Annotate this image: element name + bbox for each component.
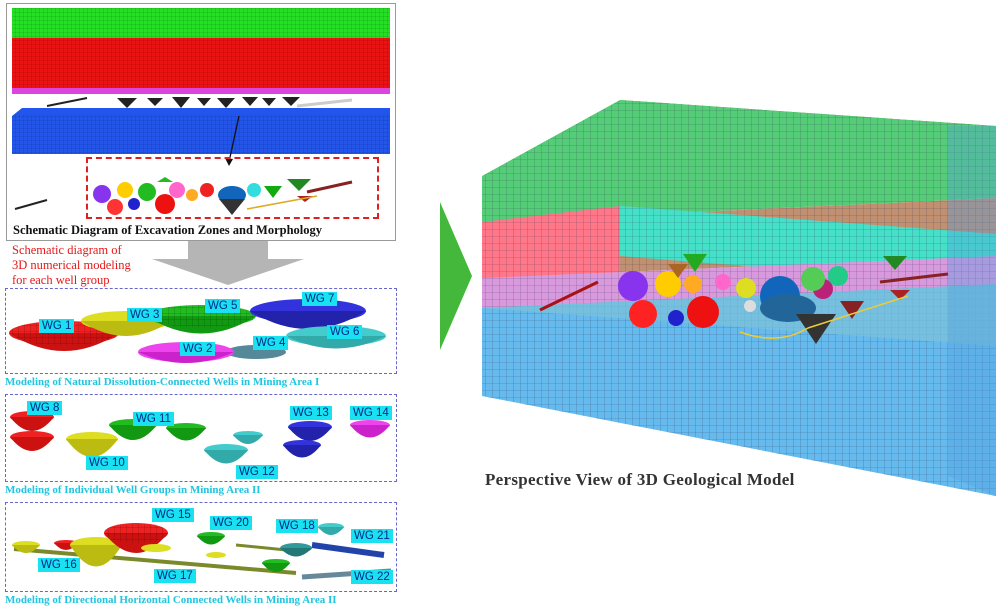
wg-label: WG 17 <box>154 569 196 583</box>
wg-label: WG 16 <box>38 558 80 572</box>
wg-label: WG 7 <box>302 292 338 306</box>
wg-label: WG 20 <box>210 516 252 530</box>
excavation-caption: Schematic Diagram of Excavation Zones an… <box>13 223 323 237</box>
panel-3-caption: Modeling of Directional Horizontal Conne… <box>5 594 337 606</box>
wg-label: WG 6 <box>327 325 363 339</box>
modeling-note-line2: 3D numerical modeling <box>12 258 131 272</box>
panel-1-graphic <box>9 299 386 363</box>
wg-label: WG 11 <box>133 412 174 426</box>
wg-label: WG 18 <box>276 519 318 533</box>
excavation-schematic-panel: Schematic Diagram of Excavation Zones an… <box>6 3 396 241</box>
wg-label: WG 5 <box>205 299 241 313</box>
panel-3-graphic <box>12 523 392 580</box>
perspective-caption: Perspective View of 3D Geological Model <box>485 470 795 489</box>
wg-label: WG 2 <box>180 342 216 356</box>
panel-2-graphic <box>10 411 390 464</box>
wg-label: WG 12 <box>236 465 278 479</box>
3d-geological-model <box>482 100 996 496</box>
panel-mining-area-2-individual: WG 8 WG 11 WG 10 WG 12 WG 13 WG 14 <box>5 394 397 482</box>
wg-label: WG 22 <box>351 570 393 584</box>
modeling-note-line1: Schematic diagram of <box>12 243 122 257</box>
panel-2-caption: Modeling of Individual Well Groups in Mi… <box>5 484 261 496</box>
wg-label: WG 10 <box>86 456 128 470</box>
wg-label: WG 13 <box>290 406 332 420</box>
wg-label: WG 21 <box>351 529 393 543</box>
wg-label: WG 4 <box>253 336 289 350</box>
wg-label: WG 1 <box>39 319 75 333</box>
excavation-zone-highlight <box>86 157 379 219</box>
wg-label: WG 3 <box>127 308 163 322</box>
right-arrow <box>440 202 472 350</box>
wg-label: WG 14 <box>350 406 392 420</box>
excavation-schematic-graphic <box>12 8 390 215</box>
down-arrow <box>152 241 304 285</box>
wg-label: WG 8 <box>27 401 63 415</box>
wg-label: WG 15 <box>152 508 194 522</box>
panel-mining-area-1: WG 1 WG 3 WG 5 WG 7 WG 6 WG 4 WG 2 <box>5 288 397 374</box>
panel-1-caption: Modeling of Natural Dissolution-Connecte… <box>5 376 320 388</box>
modeling-note-line3: for each well group <box>12 273 110 287</box>
modeling-note: Schematic diagram of 3D numerical modeli… <box>12 243 131 288</box>
panel-mining-area-2-horizontal: WG 15 WG 20 WG 18 WG 21 WG 16 WG 17 WG 2… <box>5 502 397 592</box>
